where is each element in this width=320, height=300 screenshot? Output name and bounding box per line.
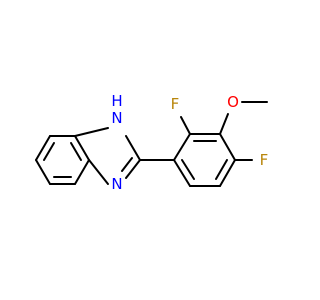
bond-c7-c6 — [35, 135, 51, 161]
structure-canvas: H N N F O F — [35, 92, 269, 193]
bond-c6-c5 — [35, 159, 51, 185]
n3-label: N — [111, 175, 122, 193]
bond-c6prime-c1prime-inner — [181, 159, 195, 180]
nh-nitrogen-label: N — [111, 109, 122, 127]
bond-layer — [35, 101, 268, 187]
bond-c6prime-c1prime — [173, 159, 191, 187]
bond-n1-c2 — [125, 135, 141, 161]
bond-c4prime-c5prime — [219, 159, 236, 187]
bond-c7a-n1 — [74, 127, 109, 137]
fluorine-label-4: F — [260, 151, 269, 169]
bond-c7-c6-inner — [43, 142, 55, 161]
bond-c3a-c7a — [74, 135, 90, 161]
bond-n3-c3a — [88, 159, 109, 185]
fluorine-label-2: F — [171, 95, 180, 113]
molecule-structure: H N N F O F — [35, 92, 268, 193]
bond-c4-c3a — [74, 159, 90, 185]
bond-c3prime-o — [219, 113, 229, 135]
bond-c2prime-f — [180, 116, 191, 135]
label-layer: H N N F O F — [111, 92, 268, 193]
oxygen-label: O — [227, 93, 239, 111]
bond-c2-n3 — [125, 159, 141, 179]
bond-c4prime-c5prime-inner — [215, 159, 228, 180]
bond-c3prime-c4prime — [219, 133, 236, 161]
bond-c2-n3-inner — [121, 157, 133, 172]
bond-c1prime-c2prime — [173, 133, 191, 161]
bond-c3a-c7a-inner — [70, 142, 82, 161]
nh-hydrogen-label: H — [111, 92, 122, 110]
